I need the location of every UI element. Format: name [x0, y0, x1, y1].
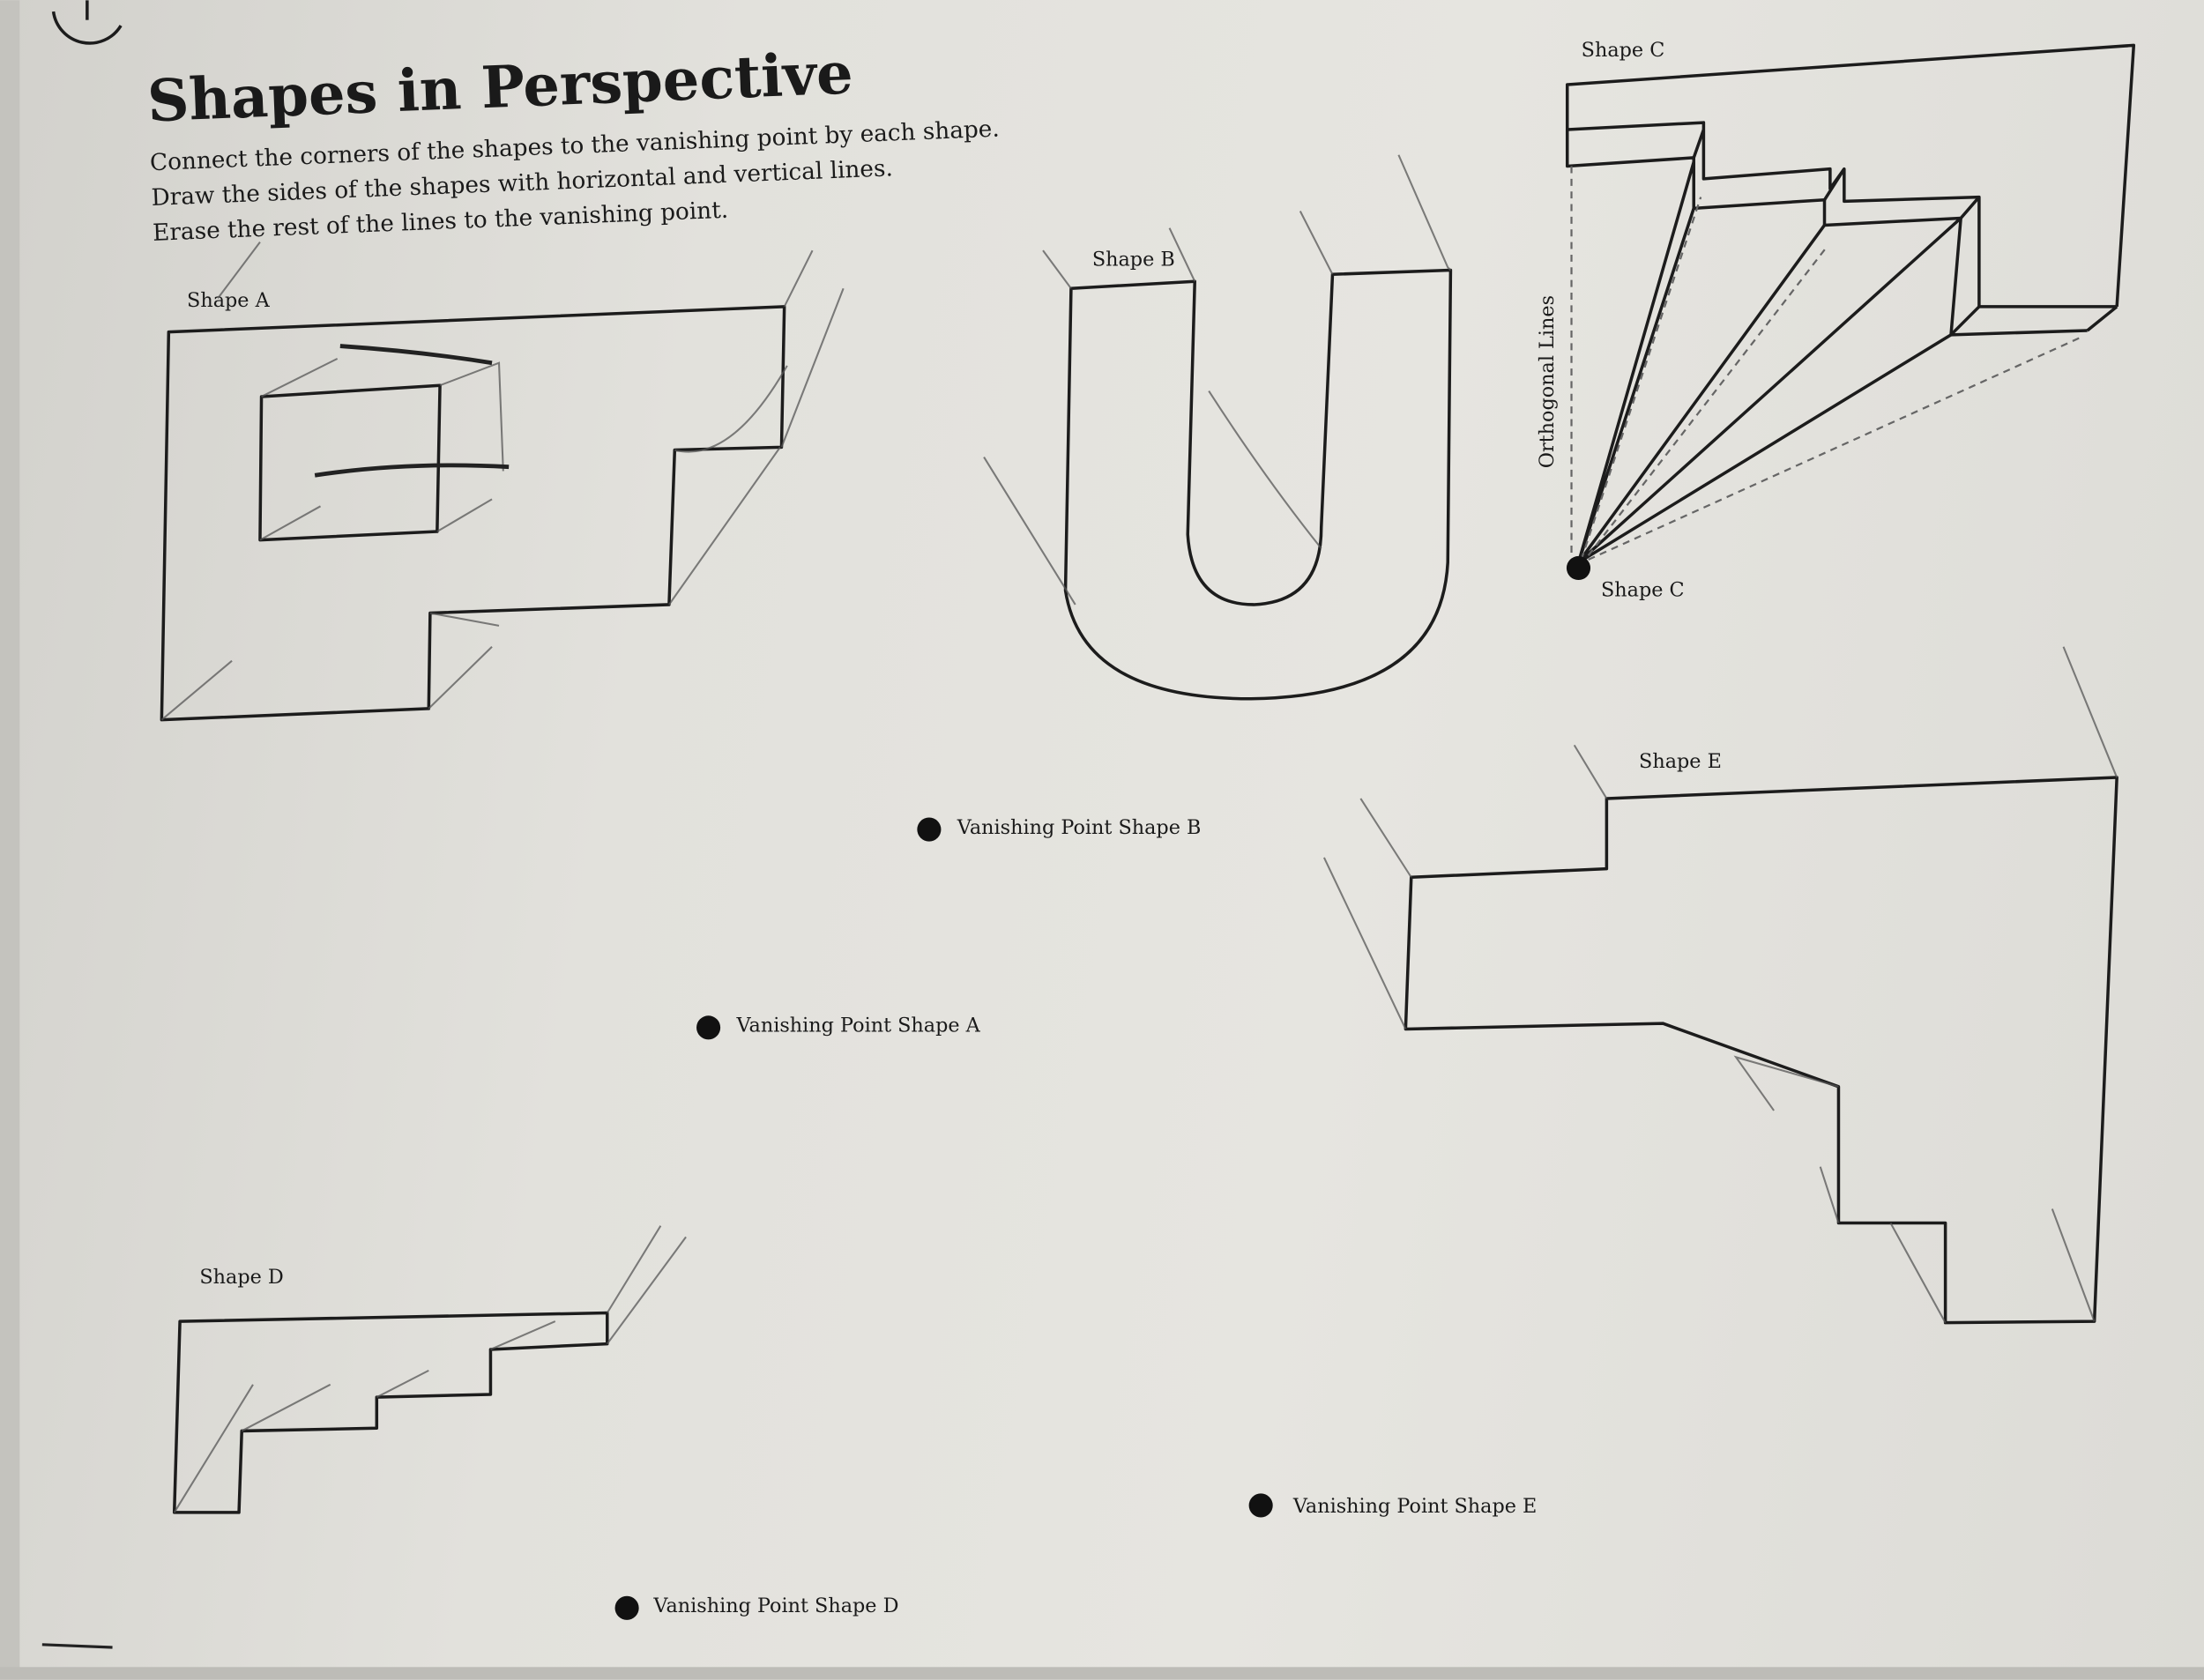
page-edge	[0, 0, 20, 1680]
shape-b-label: Shape B	[1092, 249, 1175, 271]
vanishing-point-e: Vanishing Point Shape E	[1248, 1493, 1538, 1518]
pencil-mark	[41, 1643, 113, 1649]
vanishing-point-c	[1566, 555, 1591, 581]
vanishing-point-a: Vanishing Point Shape A	[696, 1015, 981, 1040]
vp-b-label: Vanishing Point Shape B	[957, 816, 1202, 839]
page-title: Shapes in Perspective	[146, 40, 854, 135]
shape-b: Shape B	[983, 154, 1453, 701]
shape-e-label: Shape E	[1639, 750, 1722, 773]
page-bottom-edge	[0, 1667, 2204, 1680]
shape-c: Shape C Orthogonal Lines Shape C	[1536, 39, 2136, 601]
vp-d-label: Vanishing Point Shape D	[652, 1595, 898, 1617]
shape-a: Shape A	[160, 241, 845, 722]
shape-d: Shape D	[172, 1225, 687, 1514]
vanishing-point-d: Vanishing Point Shape D	[614, 1595, 899, 1620]
vp-c-label: Shape C	[1601, 578, 1685, 601]
problem-number	[51, 0, 123, 45]
orthogonal-lines-label: Orthogonal Lines	[1536, 295, 1559, 468]
shape-a-label: Shape A	[187, 289, 271, 312]
shape-d-label: Shape D	[199, 1266, 283, 1289]
vp-e-label: Vanishing Point Shape E	[1292, 1495, 1538, 1518]
shape-c-label: Shape C	[1582, 39, 1665, 62]
vanishing-point-b: Vanishing Point Shape B	[917, 816, 1201, 842]
shape-e: Shape E	[1322, 646, 2118, 1325]
vp-a-label: Vanishing Point Shape A	[735, 1015, 980, 1037]
